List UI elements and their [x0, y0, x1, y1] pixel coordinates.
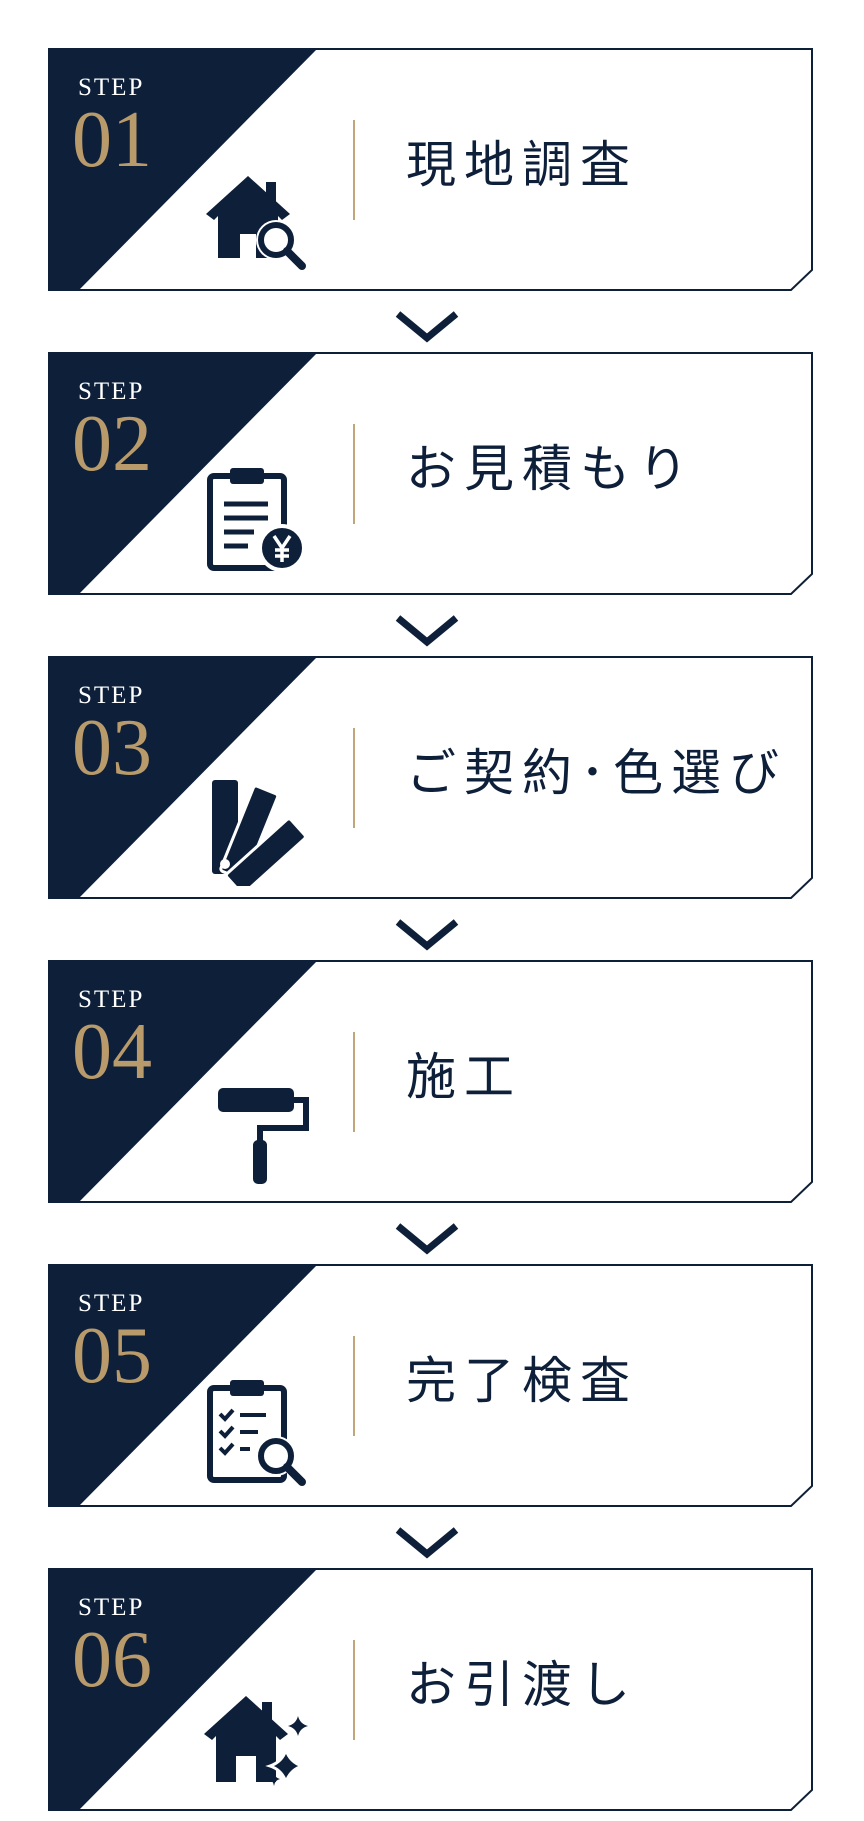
step-number: 05	[72, 1312, 152, 1400]
step-card-02: STEP 02 お見積もり	[48, 352, 813, 595]
clipboard-yen-icon	[207, 468, 306, 572]
chevron-down-icon	[395, 615, 459, 647]
house-sparkle-icon	[204, 1696, 308, 1787]
card-frame	[48, 1264, 813, 1507]
color-swatch-icon	[212, 780, 307, 886]
chevron-down-icon	[395, 1223, 459, 1255]
divider	[353, 1032, 355, 1132]
step-label: STEP	[78, 1594, 145, 1621]
house-search-icon	[206, 176, 306, 270]
step-title: ご契約･色選び	[406, 744, 787, 802]
step-title: 施工	[406, 1048, 522, 1106]
divider	[353, 728, 355, 828]
step-label: STEP	[78, 74, 145, 101]
step-card-03: STEP 03 ご契約･色選び	[48, 656, 813, 899]
step-label: STEP	[78, 1290, 145, 1317]
step-title: お見積もり	[406, 440, 696, 498]
card-frame	[48, 960, 813, 1203]
divider	[353, 424, 355, 524]
step-title: 完了検査	[406, 1352, 638, 1410]
divider	[353, 1336, 355, 1436]
step-title: お引渡し	[406, 1656, 638, 1714]
step-number: 04	[72, 1008, 152, 1096]
divider	[353, 120, 355, 220]
step-title: 現地調査	[406, 136, 638, 194]
step-card-05: STEP 05 完了検査	[48, 1264, 813, 1507]
step-number: 01	[72, 96, 152, 184]
step-number: 06	[72, 1616, 152, 1704]
checklist-search-icon	[207, 1380, 306, 1486]
divider	[353, 1640, 355, 1740]
step-card-04: STEP 04 施工	[48, 960, 813, 1203]
step-label: STEP	[78, 378, 145, 405]
step-label: STEP	[78, 986, 145, 1013]
chevron-down-icon	[395, 1527, 459, 1559]
step-number: 02	[72, 400, 152, 488]
chevron-down-icon	[395, 919, 459, 951]
step-number: 03	[72, 704, 152, 792]
step-card-01: STEP 01 現地調査	[48, 48, 813, 291]
paint-roller-icon	[218, 1088, 309, 1184]
chevron-down-icon	[395, 311, 459, 343]
step-label: STEP	[78, 682, 145, 709]
step-card-06: STEP 06 お引渡し	[48, 1568, 813, 1811]
